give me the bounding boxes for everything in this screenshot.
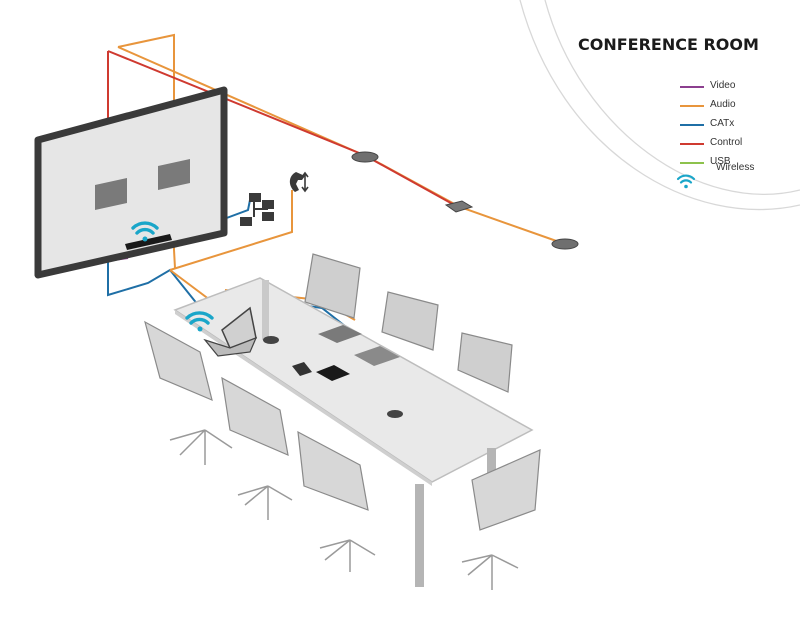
legend-swatch-control (680, 143, 704, 145)
legend-label-control: Control (710, 137, 743, 148)
legend-label-usb: USB (710, 156, 731, 167)
legend: Video Audio CATx Control USB (680, 78, 795, 173)
laptop-wifi-icon (185, 311, 214, 332)
decorative-arcs (519, 0, 800, 211)
legend-item-video: Video (680, 78, 795, 97)
legend-item-audio: Audio (680, 97, 795, 116)
legend-label-video: Video (710, 80, 736, 91)
network-switch-icon (240, 193, 274, 226)
chair-bases (169, 429, 519, 590)
front-chairs (144, 320, 541, 531)
legend-swatch-usb (680, 162, 704, 164)
legend-label-wireless: Wireless (716, 162, 755, 173)
laptop-icon (203, 306, 258, 357)
legend-swatch-catx (680, 124, 704, 126)
wall-display (34, 86, 228, 279)
legend-item-catx: CATx (680, 116, 795, 135)
ceiling-speakers (351, 151, 579, 250)
diagram-title: CONFERENCE ROOM (578, 35, 759, 54)
legend-label-catx: CATx (710, 118, 735, 129)
phone-icon (289, 171, 309, 193)
display-wifi-icon (131, 221, 159, 242)
legend-label-audio: Audio (710, 99, 736, 110)
legend-swatch-audio (680, 105, 704, 107)
conference-table (173, 277, 534, 587)
legend-wifi-icon (676, 174, 696, 189)
legend-swatch-video (680, 86, 704, 88)
back-chairs (304, 253, 513, 393)
legend-item-control: Control (680, 135, 795, 154)
legend-item-usb: USB (680, 154, 795, 173)
